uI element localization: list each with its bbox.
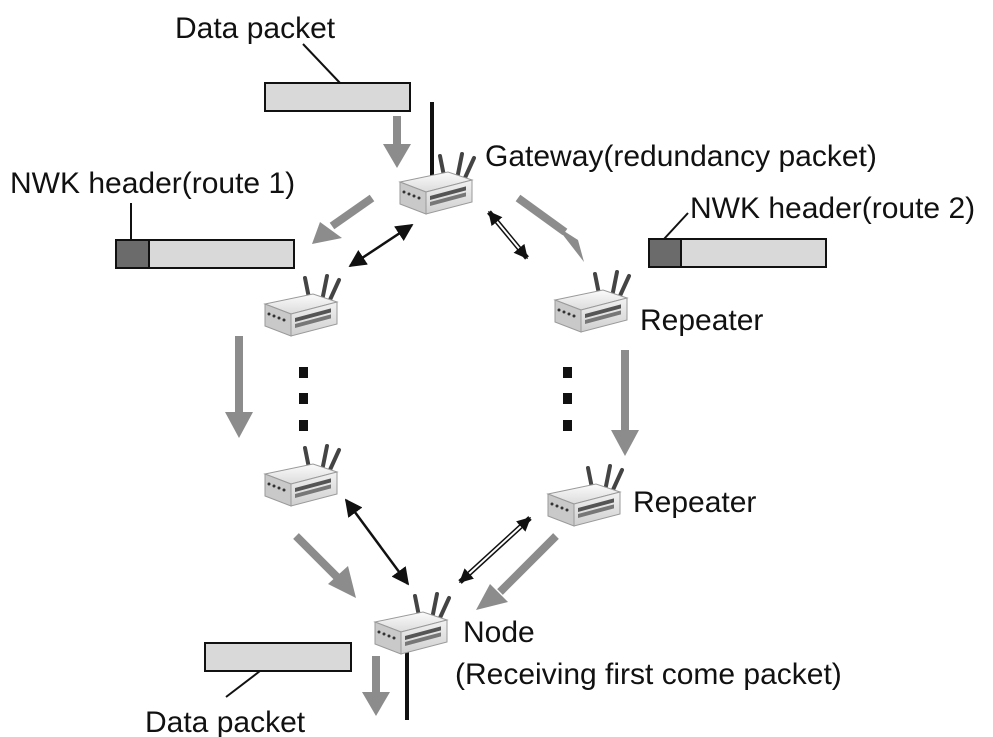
nwk-header-route1-packet	[115, 203, 295, 269]
nwk-header-route1-label: NWK header(route 1)	[10, 167, 295, 200]
right-lower-repeater-icon	[546, 464, 624, 528]
flow-arrow-gateway-route2	[515, 194, 584, 262]
flow-arrow-gateway-route1	[312, 194, 375, 244]
flow-arrow-right-route-down	[611, 350, 639, 456]
node-device-icon	[373, 592, 451, 656]
repeater-lower-label: Repeater	[633, 486, 756, 519]
link-gateway-right-upper-inner	[488, 210, 528, 260]
nwk-header-route2-packet	[648, 212, 827, 268]
left-vertical-ellipsis-icon	[299, 367, 308, 431]
node-label: Node	[463, 616, 535, 649]
data-packet-bottom	[204, 642, 352, 698]
link-right-lower-node-inner	[458, 517, 532, 583]
data-packet-top-label: Data packet	[175, 12, 336, 45]
left-lower-device-icon	[263, 444, 341, 508]
right-upper-repeater-icon	[553, 270, 631, 334]
flow-arrow-into-gateway	[383, 116, 411, 168]
flow-arrow-left-to-node	[293, 533, 356, 598]
link-left-lower-node	[344, 498, 410, 586]
nwk-header-route2-label: NWK header(route 2)	[690, 192, 975, 225]
data-packet-bottom-label: Data packet	[145, 706, 306, 737]
gateway-device-icon	[398, 152, 476, 216]
repeater-upper-label: Repeater	[640, 304, 763, 337]
right-vertical-ellipsis-icon	[563, 367, 572, 431]
flow-arrow-out-of-node	[362, 656, 390, 716]
left-upper-device-icon	[263, 274, 341, 338]
data-packet-top	[264, 43, 411, 112]
link-gateway-left-upper	[348, 223, 414, 268]
node-sub-label: (Receiving first come packet)	[455, 658, 842, 691]
flow-arrow-right-to-node	[476, 533, 559, 610]
gateway-label: Gateway(redundancy packet)	[485, 140, 877, 173]
flow-arrow-left-route-down	[225, 336, 253, 438]
